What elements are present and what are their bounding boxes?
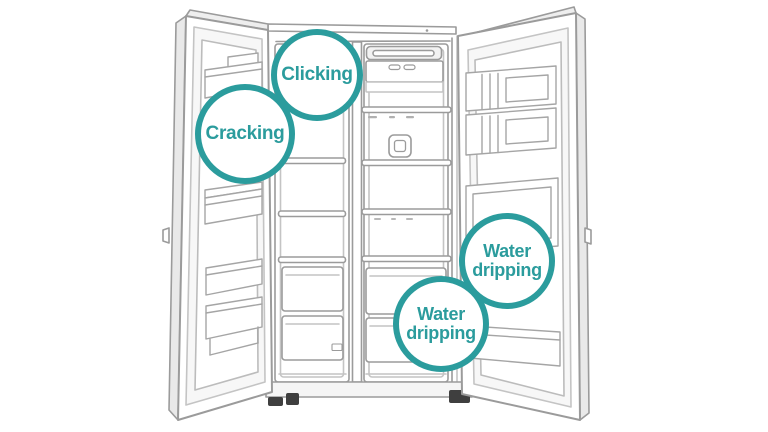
left-door [162, 9, 273, 421]
top-vent-dot [425, 29, 429, 32]
ice-maker-icon [388, 134, 412, 158]
badge-water-dripping-left[interactable]: Water dripping [393, 276, 489, 372]
badge-label-line: dripping [406, 323, 476, 343]
control-housing [365, 60, 444, 83]
badge-label-line: Clicking [281, 63, 353, 85]
right-door [457, 6, 592, 421]
energy-label [331, 343, 343, 352]
foot [268, 397, 283, 406]
freezer-compartment [274, 43, 350, 383]
badge-water-dripping-right[interactable]: Water dripping [459, 213, 555, 309]
badge-label-line: Water [417, 303, 465, 324]
badge-label-line: Water [483, 240, 531, 261]
badge-cracking[interactable]: Cracking [195, 84, 295, 184]
badge-label-line: Cracking [205, 122, 285, 144]
badge-label-line: dripping [472, 260, 542, 280]
foot [286, 393, 299, 405]
